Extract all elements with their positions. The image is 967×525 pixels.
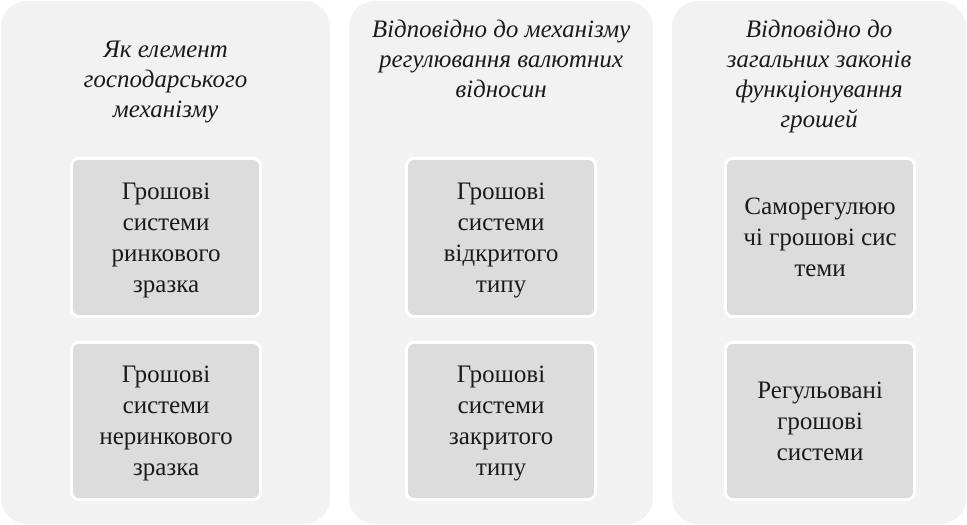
card-open-type: Грошові системи відкритого типу <box>405 157 597 318</box>
card-label: Грошові системи ринкового зразка <box>111 177 221 298</box>
column-heading: Відповідно до механізму регулювання валю… <box>371 16 631 103</box>
card-label: Саморегулюючі грошові системи <box>743 193 897 282</box>
column-heading: Відповідно до загальних законів функціон… <box>726 16 912 133</box>
card-regulated: Регульовані грошові системи <box>724 341 916 501</box>
card-label: Грошові системи відкритого типу <box>443 177 559 298</box>
card-label: Грошові системи закритого типу <box>448 361 554 481</box>
column-heading: Як елемент господарського механізму <box>83 36 248 123</box>
card-self-regulating: Саморегулюючі грошові системи <box>724 157 916 318</box>
card-market-type: Грошові системи ринкового зразка <box>70 157 262 318</box>
card-label: Грошові системи неринкового зразка <box>99 361 233 481</box>
card-label: Регульовані грошові системи <box>757 376 883 466</box>
card-closed-type: Грошові системи закритого типу <box>405 341 597 501</box>
classification-column-economic-mechanism: Як елемент господарського механізму Грош… <box>1 1 330 524</box>
classification-column-currency-regulation: Відповідно до механізму регулювання валю… <box>349 1 653 524</box>
card-non-market-type: Грошові системи неринкового зразка <box>70 341 262 501</box>
classification-column-money-laws: Відповідно до загальних законів функціон… <box>672 1 966 524</box>
